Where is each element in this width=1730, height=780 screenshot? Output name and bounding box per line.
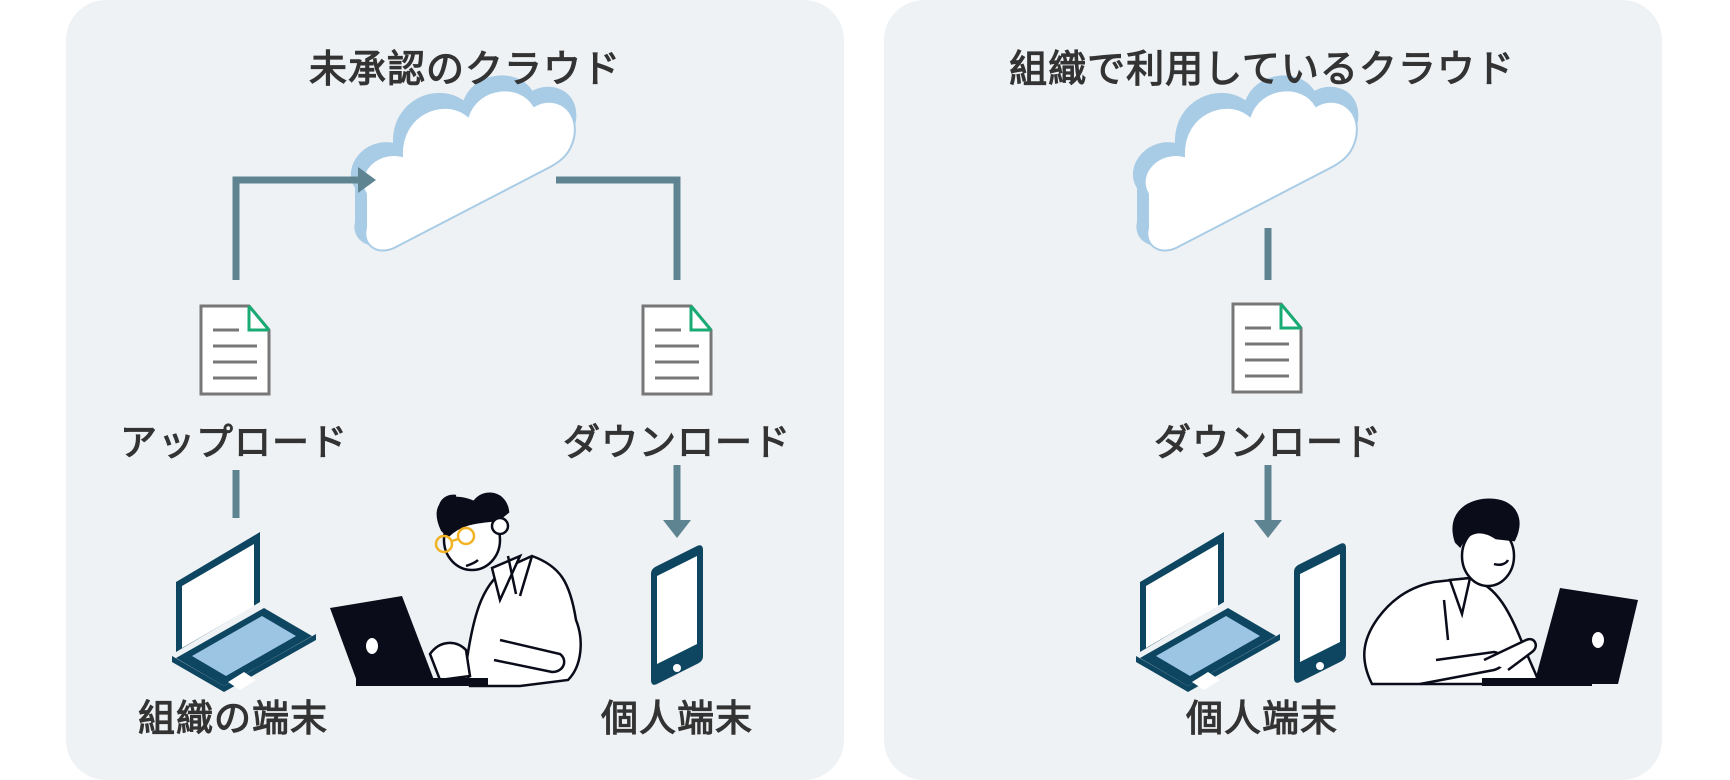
download-label-left: ダウンロード <box>563 421 791 464</box>
download-arrowhead-right-icon <box>1254 520 1282 538</box>
personal-laptop-icon <box>1136 532 1280 692</box>
right-panel-title: 組織で利用しているクラウド <box>1009 47 1515 91</box>
personal-device-label-left: 個人端末 <box>601 697 753 740</box>
person-at-laptop-icon <box>428 492 582 688</box>
left-panel-title: 未承認のクラウド <box>308 47 622 91</box>
personal-device-label-right: 個人端末 <box>1186 697 1338 740</box>
person-at-laptop-right-icon <box>1363 498 1542 686</box>
upload-arrow <box>232 176 358 280</box>
download-label-right: ダウンロード <box>1154 421 1382 464</box>
download-document-icon <box>641 304 713 396</box>
right-download-document-icon <box>1231 302 1303 394</box>
person-black-laptop-icon <box>330 596 488 686</box>
personal-tablet-right-icon <box>1294 543 1346 683</box>
upload-arrowhead-icon <box>358 167 376 193</box>
right-cloud-icon <box>1132 75 1359 252</box>
org-device-label: 組織の端末 <box>138 697 328 740</box>
left-cloud-icon <box>350 75 577 252</box>
download-arrowhead-left-icon <box>663 520 691 538</box>
personal-tablet-icon <box>651 545 703 685</box>
upload-document-icon <box>199 304 271 396</box>
org-laptop-icon <box>172 532 316 692</box>
person-black-laptop-right-icon <box>1482 588 1638 686</box>
download-path-left <box>556 176 681 280</box>
upload-label: アップロード <box>120 421 348 464</box>
